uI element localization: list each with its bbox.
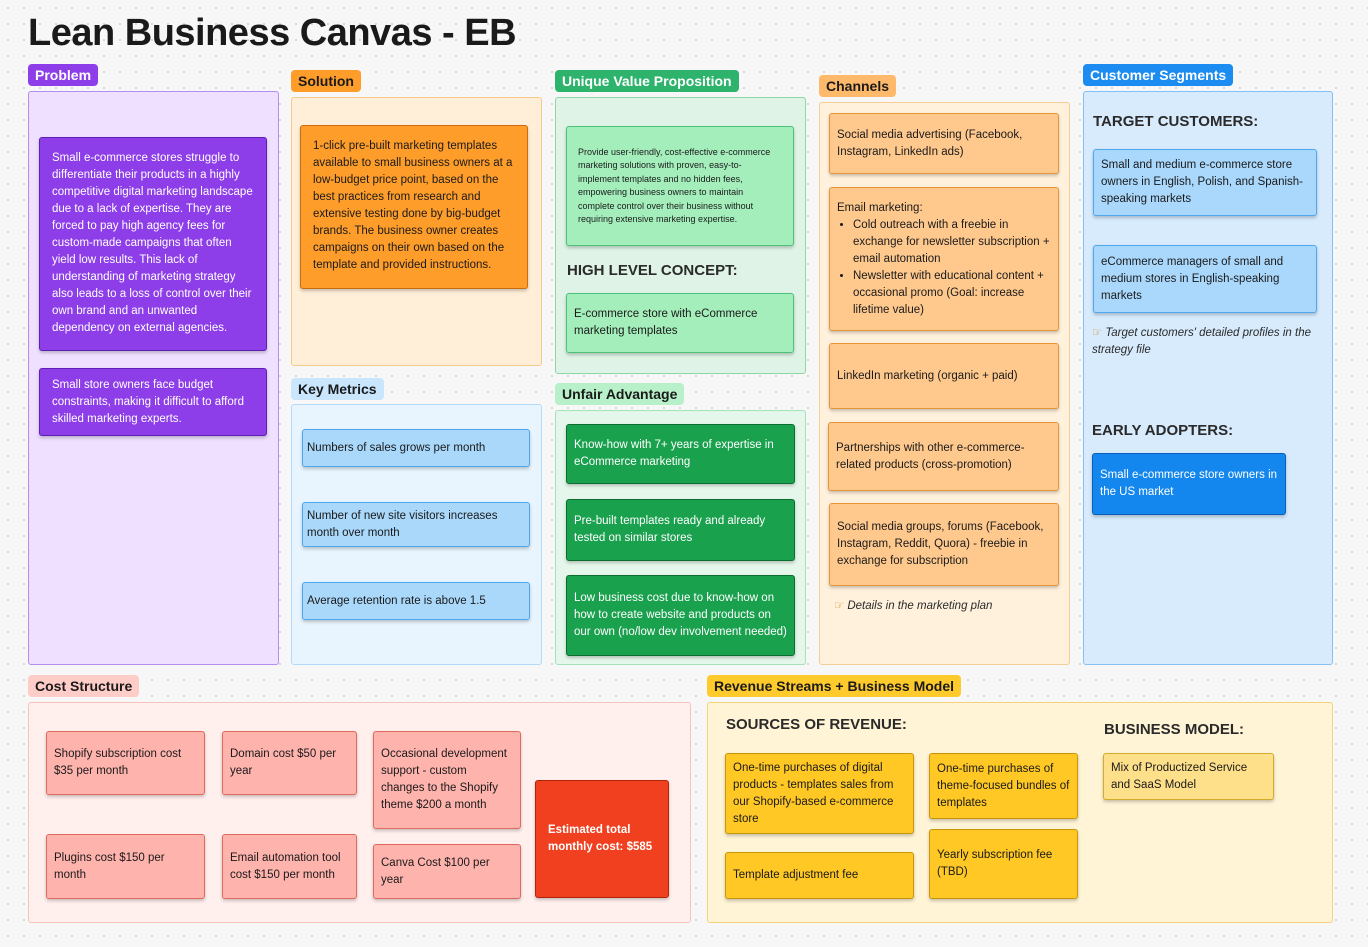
solution-label: Solution — [291, 70, 361, 92]
early-adopters-heading: EARLY ADOPTERS: — [1092, 422, 1234, 439]
channel-email-list: Cold outreach with a freebie in exchange… — [837, 217, 1051, 319]
uvp-note[interactable]: Provide user-friendly, cost-effective e-… — [566, 126, 794, 246]
unfair-note-2[interactable]: Pre-built templates ready and already te… — [566, 499, 795, 561]
cost-domain-note[interactable]: Domain cost $50 per year — [222, 731, 357, 795]
key-metric-note-1[interactable]: Numbers of sales grows per month — [302, 429, 530, 467]
target-customer-note-1[interactable]: Small and medium e-commerce store owners… — [1093, 149, 1317, 216]
channels-footnote-text: Details in the marketing plan — [847, 600, 993, 612]
revenue-note-1[interactable]: One-time purchases of digital products -… — [725, 753, 914, 834]
cost-canva-note[interactable]: Canva Cost $100 per year — [373, 844, 521, 899]
hand-pointing-right-icon: ☞ — [1092, 327, 1103, 339]
channel-email-item: Cold outreach with a freebie in exchange… — [853, 217, 1051, 268]
channel-groups-note[interactable]: Social media groups, forums (Facebook, I… — [829, 503, 1059, 586]
channel-partnerships-note[interactable]: Partnerships with other e-commerce-relat… — [828, 422, 1059, 491]
channel-linkedin-note[interactable]: LinkedIn marketing (organic + paid) — [829, 343, 1059, 409]
cost-email-tool-note[interactable]: Email automation tool cost $150 per mont… — [222, 834, 357, 899]
canvas-title: Lean Business Canvas - EB — [28, 12, 517, 54]
segments-footnote-text: Target customers' detailed profiles in t… — [1092, 327, 1311, 356]
revenue-note-4[interactable]: Yearly subscription fee (TBD) — [929, 829, 1078, 899]
revenue-label: Revenue Streams + Business Model — [707, 675, 962, 697]
hand-pointing-right-icon: ☞ — [834, 600, 845, 612]
problem-label: Problem — [28, 64, 99, 86]
segments-footnote: ☞Target customers' detailed profiles in … — [1092, 325, 1322, 359]
problem-note-1[interactable]: Small e-commerce stores struggle to diff… — [39, 137, 267, 351]
key-metrics-label: Key Metrics — [291, 378, 384, 400]
channels-label: Channels — [819, 75, 897, 97]
cost-structure-label: Cost Structure — [28, 675, 140, 697]
cost-occasional-dev-note[interactable]: Occasional development support - custom … — [373, 731, 521, 829]
channel-social-ads-note[interactable]: Social media advertising (Facebook, Inst… — [829, 113, 1059, 174]
unfair-advantage-label: Unfair Advantage — [555, 383, 685, 405]
solution-note[interactable]: 1-click pre-built marketing templates av… — [300, 125, 528, 289]
cost-total-note[interactable]: Estimated total monthly cost: $585 — [535, 780, 669, 898]
channel-email-title: Email marketing: — [837, 202, 923, 214]
cost-shopify-note[interactable]: Shopify subscription cost $35 per month — [46, 731, 205, 795]
business-model-heading: BUSINESS MODEL: — [1104, 721, 1245, 738]
channels-footnote: ☞Details in the marketing plan — [834, 598, 1064, 615]
key-metric-note-2[interactable]: Number of new site visitors increases mo… — [302, 502, 530, 547]
revenue-note-3[interactable]: Template adjustment fee — [725, 852, 914, 899]
cost-plugins-note[interactable]: Plugins cost $150 per month — [46, 834, 205, 899]
key-metric-note-3[interactable]: Average retention rate is above 1.5 — [302, 582, 530, 620]
problem-note-2[interactable]: Small store owners face budget constrain… — [39, 368, 267, 436]
channel-email-item: Newsletter with educational content + oc… — [853, 268, 1051, 319]
customer-segments-label: Customer Segments — [1083, 64, 1234, 86]
uvp-label: Unique Value Proposition — [555, 70, 739, 92]
channel-email-note[interactable]: Email marketing: Cold outreach with a fr… — [829, 187, 1059, 331]
high-level-concept-note[interactable]: E-commerce store with eCommerce marketin… — [566, 293, 794, 353]
target-customers-heading: TARGET CUSTOMERS: — [1093, 113, 1259, 130]
business-model-note[interactable]: Mix of Productized Service and SaaS Mode… — [1103, 753, 1274, 800]
unfair-note-3[interactable]: Low business cost due to know-how on how… — [566, 575, 795, 656]
unfair-note-1[interactable]: Know-how with 7+ years of expertise in e… — [566, 424, 795, 484]
high-level-concept-heading: HIGH LEVEL CONCEPT: — [567, 262, 738, 279]
target-customer-note-2[interactable]: eCommerce managers of small and medium s… — [1093, 245, 1317, 313]
revenue-note-2[interactable]: One-time purchases of theme-focused bund… — [929, 753, 1078, 819]
sources-of-revenue-heading: SOURCES OF REVENUE: — [726, 716, 907, 733]
early-adopter-note[interactable]: Small e-commerce store owners in the US … — [1092, 453, 1286, 515]
